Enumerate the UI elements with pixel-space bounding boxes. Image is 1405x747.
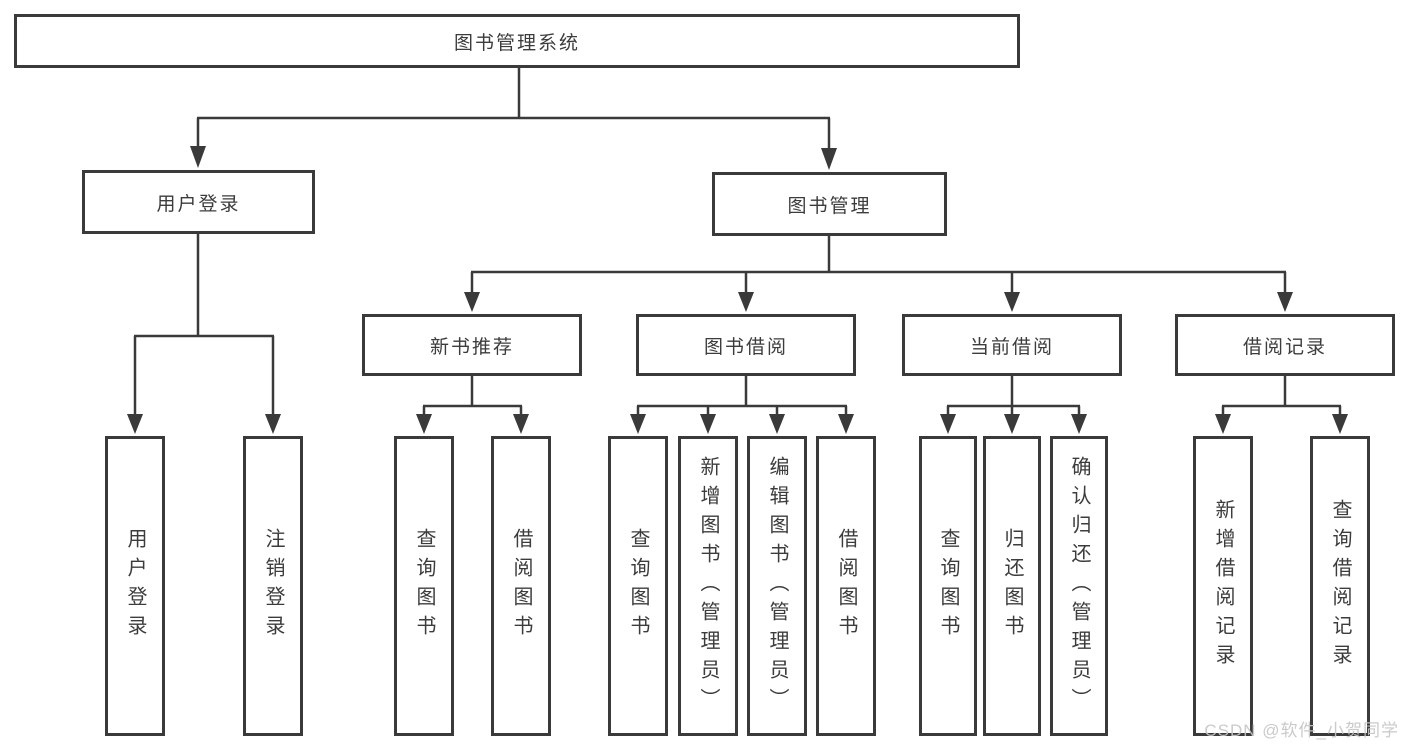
connector-borrow-records-to-children [1221, 376, 1342, 415]
leaf-borrow-query-books: 查询图书 [608, 436, 668, 736]
leaf-recommend-query-books: 查询图书 [394, 436, 454, 736]
leaf-edit-book-admin: 编辑图书（管理员） [747, 436, 807, 736]
leaf-query-borrow-record: 查询借阅记录 [1310, 436, 1370, 736]
leaf-borrow-books: 借阅图书 [816, 436, 876, 736]
arrowheads [127, 146, 1348, 434]
connector-user-login-to-children [133, 234, 275, 415]
connector-new-book-recommend-to-children [422, 376, 523, 415]
connector-book-management-to-level2 [470, 236, 1287, 293]
leaf-user-login: 用户登录 [105, 436, 165, 736]
node-current-borrow: 当前借阅 [902, 314, 1122, 376]
node-library-management-system: 图书管理系统 [14, 14, 1020, 68]
leaf-confirm-return-admin: 确认归还（管理员） [1050, 436, 1108, 736]
node-borrow-records: 借阅记录 [1175, 314, 1395, 376]
connector-book-borrow-to-children [636, 376, 848, 415]
leaf-current-query-books: 查询图书 [919, 436, 977, 736]
connector-current-borrow-to-children [946, 376, 1081, 415]
node-new-book-recommend: 新书推荐 [362, 314, 582, 376]
leaf-add-borrow-record: 新增借阅记录 [1193, 436, 1253, 736]
watermark: CSDN @软件_小贺同学 [1204, 721, 1399, 740]
leaf-add-book-admin: 新增图书（管理员） [678, 436, 738, 736]
node-book-borrow: 图书借阅 [636, 314, 856, 376]
leaf-recommend-borrow-books: 借阅图书 [491, 436, 551, 736]
connector-root-to-level1 [196, 67, 831, 149]
node-user-login: 用户登录 [82, 170, 315, 234]
leaf-return-books: 归还图书 [983, 436, 1041, 736]
node-book-management: 图书管理 [712, 172, 947, 236]
leaf-logout-login: 注销登录 [243, 436, 303, 736]
